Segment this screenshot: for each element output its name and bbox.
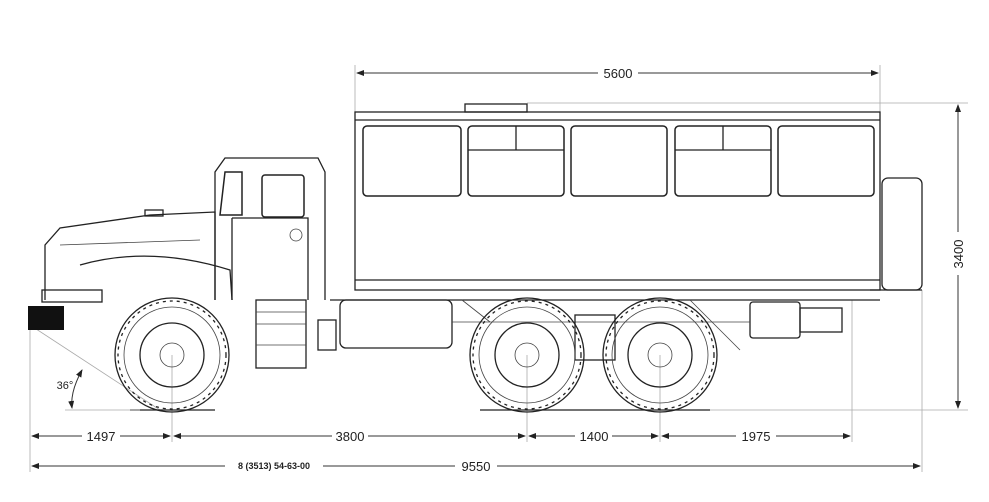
dim-label-1400: 1400 — [580, 429, 609, 444]
hood — [28, 209, 233, 330]
window — [362, 125, 462, 197]
window — [570, 125, 668, 197]
steps — [255, 299, 307, 369]
dim-label-5600: 5600 — [604, 66, 633, 81]
dimension-row-axles: 1497 3800 1400 1975 — [31, 429, 851, 444]
phone-number: 8 (3513) 54-63-00 — [238, 461, 310, 471]
cab — [214, 157, 326, 300]
dim-label-1497: 1497 — [87, 429, 116, 444]
front-wheel — [114, 297, 230, 413]
angle-label: 36° — [57, 380, 74, 392]
wheels — [114, 297, 718, 413]
dimension-height: 3400 — [951, 104, 966, 409]
rear-wheel-1 — [469, 297, 585, 413]
dimension-total-length: 8 (3513) 54-63-00 9550 — [31, 459, 921, 474]
chassis — [255, 299, 880, 369]
dimension-body-length: 5600 — [356, 66, 879, 81]
dim-label-3400: 3400 — [951, 240, 966, 269]
dimension-approach-angle: 36° — [57, 369, 140, 411]
dim-label-3800: 3800 — [336, 429, 365, 444]
dim-label-1975: 1975 — [742, 429, 771, 444]
dim-label-9550: 9550 — [462, 459, 491, 474]
passenger-body — [354, 103, 923, 291]
rear-wheel-2 — [602, 297, 718, 413]
spare-tire-box — [881, 177, 923, 291]
window — [777, 125, 875, 197]
fuel-tank — [339, 299, 453, 349]
front-bumper — [28, 306, 64, 330]
extension-lines — [29, 65, 968, 472]
battery-box — [749, 301, 801, 339]
